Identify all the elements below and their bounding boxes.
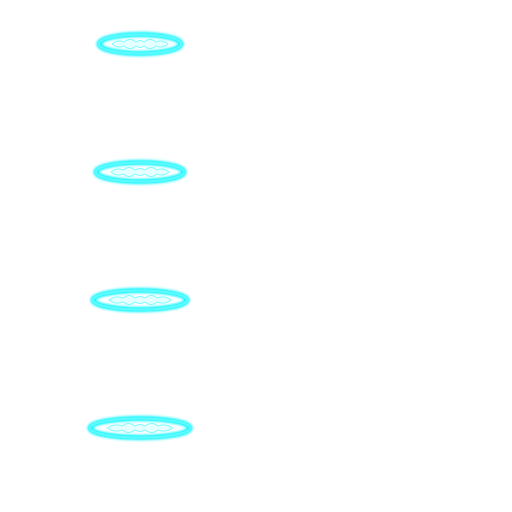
ring-frame-1 bbox=[96, 32, 184, 56]
ring-frame-3 bbox=[90, 288, 190, 312]
ring-frame-4 bbox=[87, 416, 193, 440]
ring-frame-2 bbox=[93, 160, 187, 184]
